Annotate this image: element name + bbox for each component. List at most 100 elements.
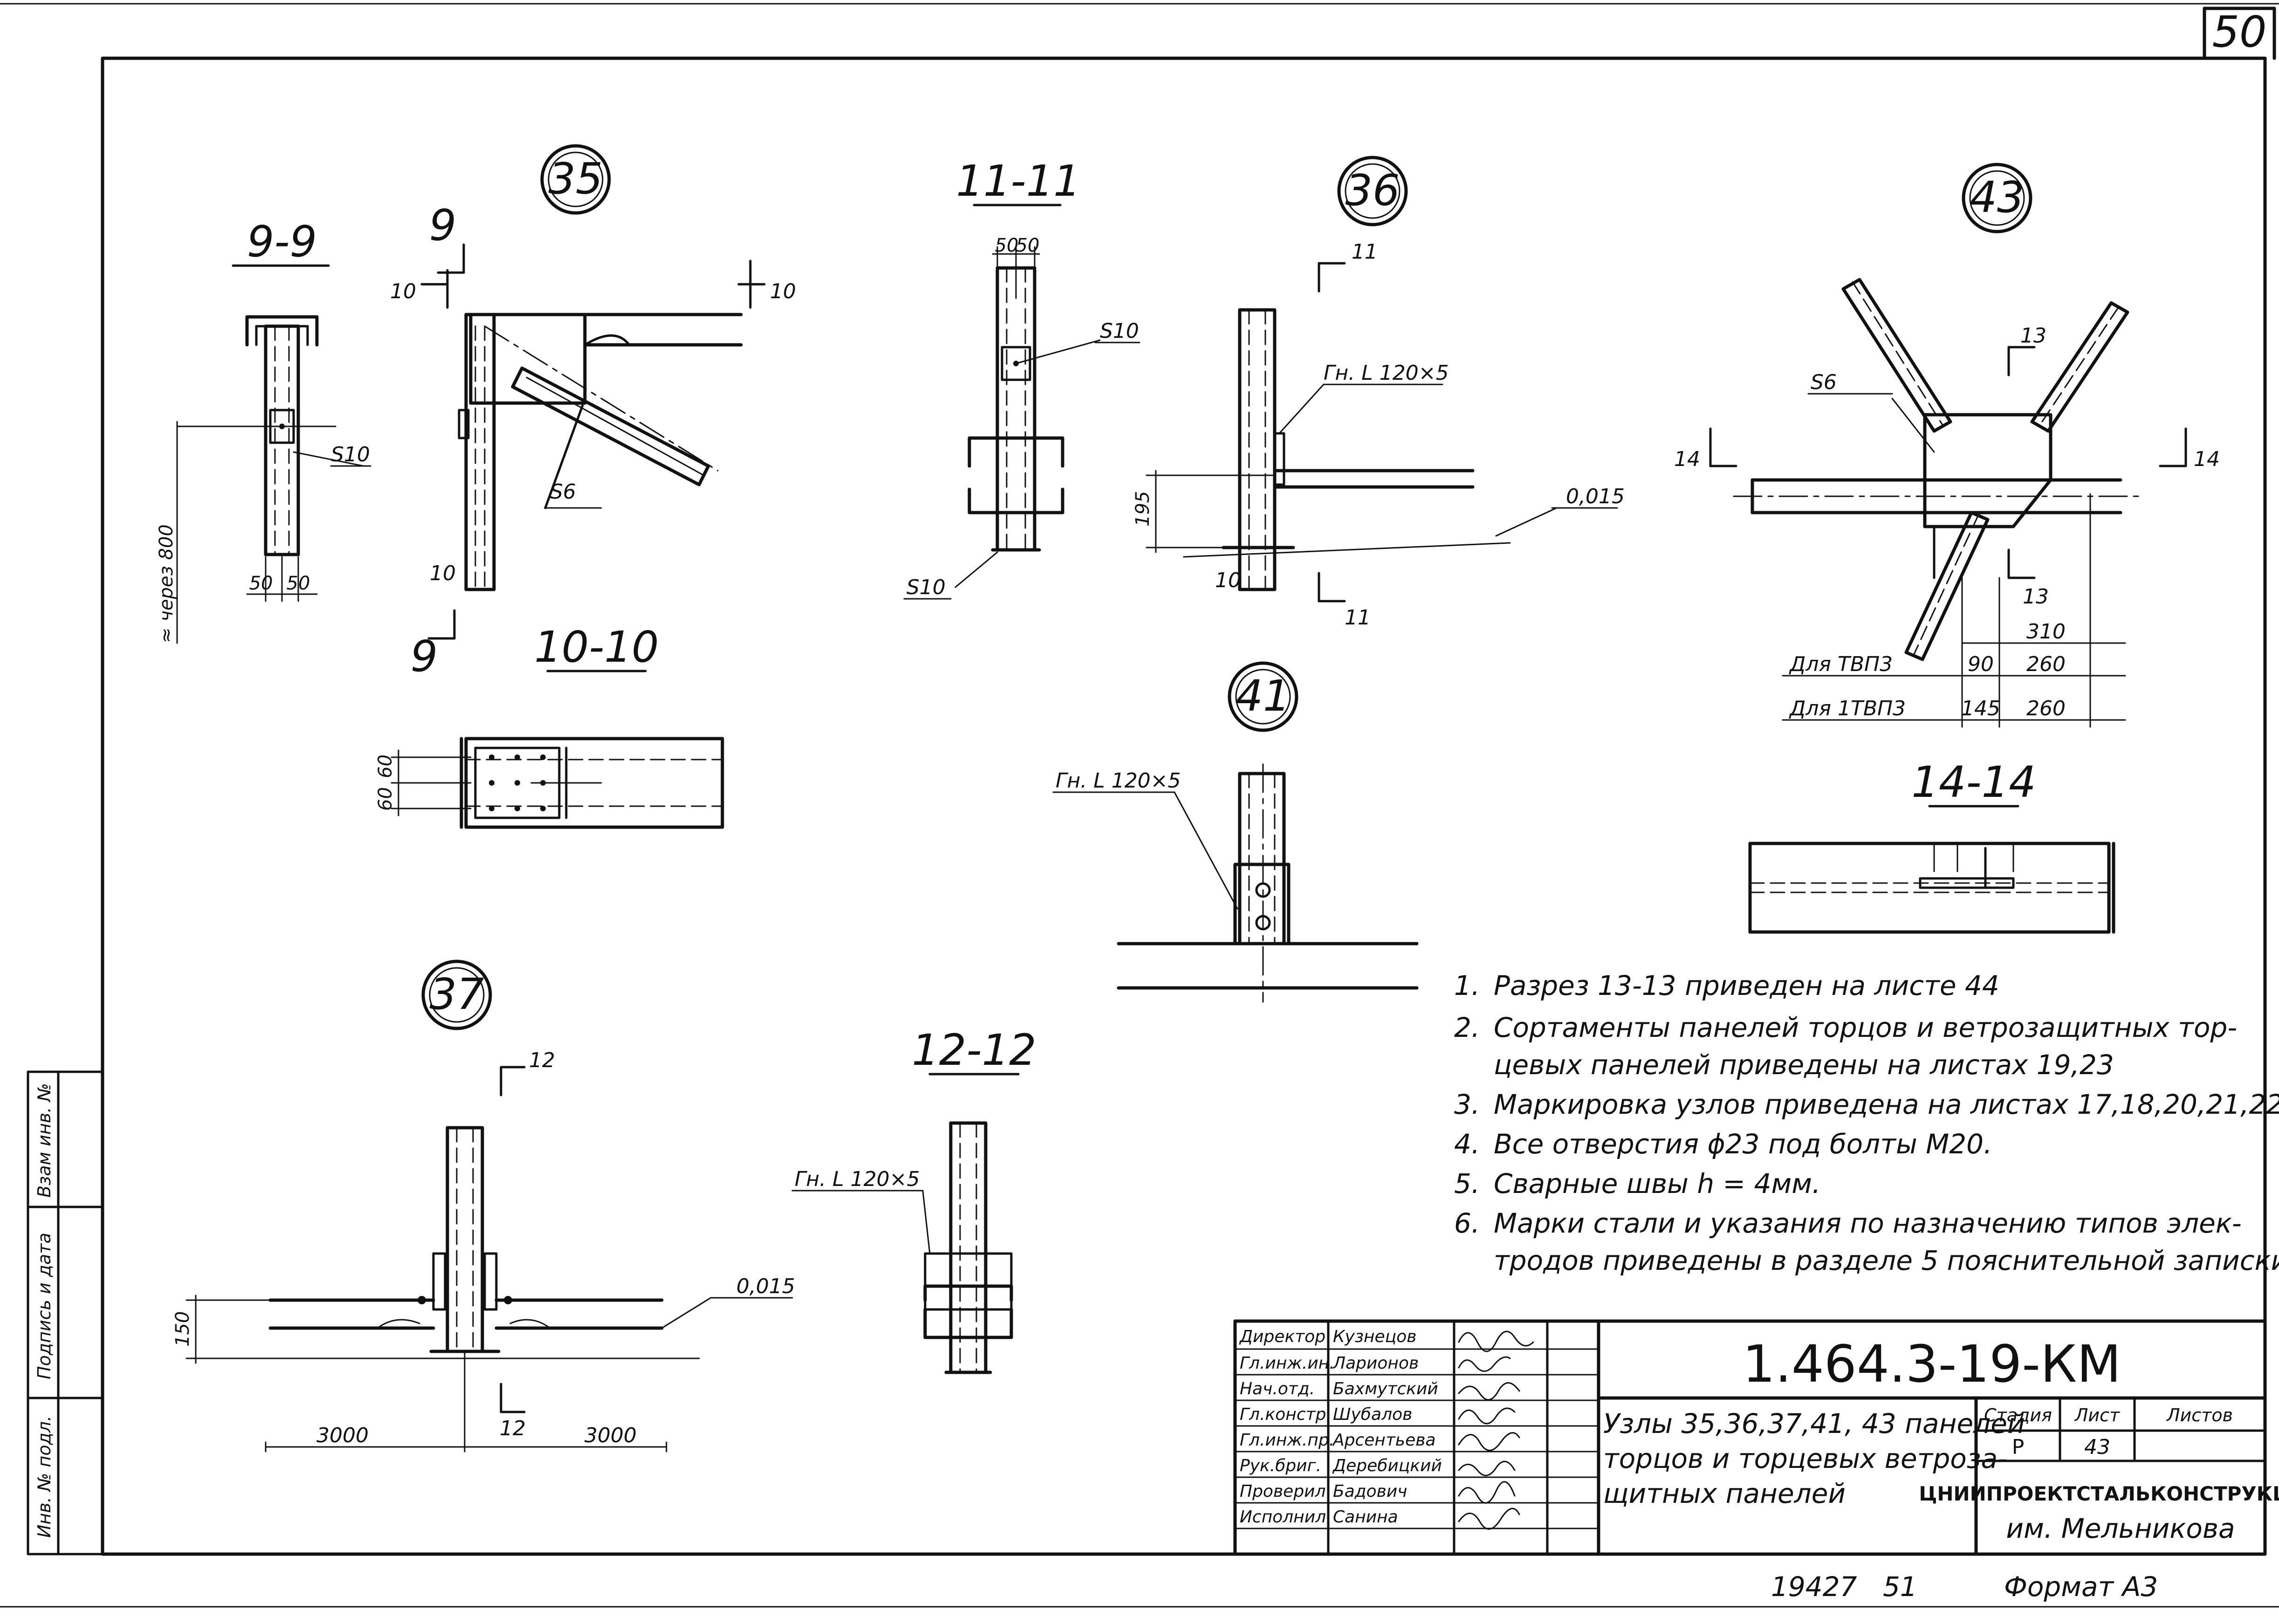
note-3-text: Маркировка узлов приведена на листах 17,… (1494, 1089, 2279, 1120)
format-label: Формат А3 (2004, 1571, 2158, 1603)
section-9-9: 9-9 S10 ≈ через 800 50 50 (156, 217, 371, 644)
name-author: Санина (1333, 1508, 1398, 1527)
node-35: 35 9 9 10 10 S6 10 (390, 144, 796, 681)
dim-11-50a: 50 (995, 235, 1019, 256)
node-number-43: 43 (1970, 172, 2024, 222)
general-notes: 1. Разрез 13-13 приведен на листе 44 2. … (1454, 970, 2279, 1276)
label-12-angle: Гн. L 120×5 (795, 1167, 920, 1191)
section-11-11: 11-11 50 50 S10 S10 (903, 156, 1140, 600)
label-11-s10: S10 (1100, 319, 1139, 343)
dim-43-260b: 260 (2026, 697, 2066, 720)
node-number-41: 41 (1236, 671, 1290, 721)
name-chief-designer: Шубалов (1333, 1405, 1412, 1424)
section-title-14-14: 14-14 (1911, 757, 2036, 807)
stage-value: Р (2012, 1435, 2025, 1459)
role-checker: Проверил (1240, 1482, 1326, 1501)
cut-mark-14-left: 14 (1674, 447, 1700, 471)
note-2-text: Сортаменты панелей торцов и ветрозащитны… (1494, 1012, 2237, 1043)
section-12-12: 12-12 Гн. L 120×5 (791, 1025, 1037, 1374)
role-director: Директор (1239, 1327, 1325, 1346)
label-11-s10-bottom: S10 (906, 576, 946, 599)
note-4-num: 4. (1454, 1128, 1480, 1160)
label-35-s6: S6 (550, 480, 576, 504)
note-1-text: Разрез 13-13 приведен на листе 44 (1494, 970, 1999, 1001)
note-6-text: Марки стали и указания по назначению тип… (1494, 1207, 2242, 1239)
cut-mark-14-right: 14 (2194, 447, 2220, 471)
dim-43-145: 145 (1961, 697, 2000, 720)
role-chief-designer: Гл.констр. (1240, 1405, 1332, 1424)
dim-9-50b: 50 (287, 573, 310, 594)
dim-9-50a: 50 (249, 573, 273, 594)
dim-36-10: 10 (1215, 569, 1241, 592)
cut-mark-12-bottom: 12 (500, 1417, 526, 1440)
node-36: 36 11 11 Гн. L 120×5 195 0,015 10 (1132, 156, 1625, 630)
note-6-num: 6. (1454, 1207, 1480, 1239)
dim-35-10: 10 (430, 562, 456, 585)
signature-scribbles (1458, 1330, 1534, 1530)
label-43-s6: S6 (1811, 370, 1837, 394)
note-2-text-cont: цевых панелей приведены на листах 19,23 (1494, 1049, 2114, 1081)
dim-36-195: 195 (1132, 491, 1153, 527)
label-37-slope: 0,015 (736, 1275, 795, 1298)
role-chief-eng: Гл.инж.ин. (1240, 1354, 1335, 1373)
label-43-tvp3: Для ТВП3 (1789, 652, 1893, 676)
note-4-text: Все отверстия ϕ23 под болты М20. (1494, 1128, 1992, 1160)
section-title-11-11: 11-11 (956, 156, 1080, 206)
sheet-number: 43 (2084, 1435, 2110, 1459)
dim-10-60b: 60 (375, 787, 396, 811)
node-number-37: 37 (429, 969, 484, 1019)
name-chief-project-eng: Арсентьева (1332, 1431, 1436, 1450)
cut-mark-10-right: 10 (770, 280, 796, 303)
dim-43-260a: 260 (2026, 652, 2066, 676)
node-number-36: 36 (1345, 165, 1400, 215)
cut-mark-11-top: 11 (1352, 240, 1378, 264)
bottom-number-2: 51 (1883, 1571, 1917, 1603)
sheet-corner-number: 50 (2212, 7, 2266, 57)
note-2-num: 2. (1454, 1012, 1480, 1043)
dim-37-3000a: 3000 (316, 1424, 369, 1447)
title-line-2: торцов и торцевых ветроза- (1603, 1443, 2007, 1474)
side-stamp-sign: Подпись и дата (34, 1233, 55, 1379)
name-head-dept: Бахмутский (1333, 1379, 1438, 1398)
side-stamp-replace: Взам инв. № (34, 1083, 55, 1198)
dim-10-60a: 60 (375, 754, 396, 778)
role-chief-project-eng: Гл.инж.пр. (1240, 1431, 1334, 1450)
node-37: 37 12 12 150 0,015 3000 3000 (172, 959, 795, 1453)
label-41-angle: Гн. L 120×5 (1056, 769, 1181, 793)
note-5-text: Сварные швы h = 4мм. (1494, 1168, 1820, 1199)
role-author: Исполнил (1240, 1508, 1326, 1527)
dim-37-150: 150 (172, 1311, 193, 1347)
title-block: Директор Кузнецов Гл.инж.ин. Ларионов На… (1233, 1319, 2279, 1556)
sheet-header: Лист (2074, 1405, 2121, 1425)
sheets-header: Листов (2166, 1405, 2233, 1425)
cut-mark-9-bottom: 9 (411, 631, 438, 681)
cut-mark-9-top: 9 (429, 200, 457, 250)
node-41: 41 Гн. L 120×5 (1052, 661, 1419, 1003)
dim-37-3000b: 3000 (584, 1424, 637, 1447)
name-chief-eng: Ларионов (1332, 1354, 1419, 1373)
node-43: 43 13 13 14 14 S6 (1674, 163, 2220, 728)
cut-mark-12-top: 12 (529, 1048, 555, 1072)
note-3-num: 3. (1454, 1089, 1480, 1120)
cut-mark-10-left: 10 (390, 280, 416, 303)
note-6-text-cont: тродов приведены в разделе 5 пояснительн… (1494, 1245, 2279, 1276)
doc-code: 1.464.3-19-КМ (1743, 1334, 2121, 1394)
title-line-1: Узлы 35,36,37,41, 43 панелей (1603, 1408, 2025, 1439)
sheet-frame: 50 (0, 3, 2279, 1608)
role-head-dept: Нач.отд. (1240, 1379, 1315, 1398)
label-36-slope: 0,015 (1566, 485, 1625, 508)
dim-43-90: 90 (1968, 652, 1994, 676)
org-name-line2: им. Мельникова (2006, 1513, 2235, 1544)
label-9-s10: S10 (331, 443, 370, 466)
cut-mark-13-top: 13 (2020, 324, 2046, 348)
title-line-3: щитных панелей (1603, 1478, 1846, 1509)
bottom-number-1: 19427 (1771, 1571, 1857, 1603)
org-name: ЦНИИПРОЕКТСТАЛЬКОНСТРУКЦИЯ (1919, 1482, 2279, 1505)
cut-mark-13-bottom: 13 (2023, 585, 2049, 609)
section-10-10: 10-10 60 60 (375, 622, 724, 829)
label-36-angle: Гн. L 120×5 (1324, 361, 1449, 385)
note-1-num: 1. (1454, 970, 1480, 1001)
role-team-lead: Рук.бриг. (1240, 1456, 1321, 1475)
section-title-12-12: 12-12 (912, 1025, 1036, 1075)
